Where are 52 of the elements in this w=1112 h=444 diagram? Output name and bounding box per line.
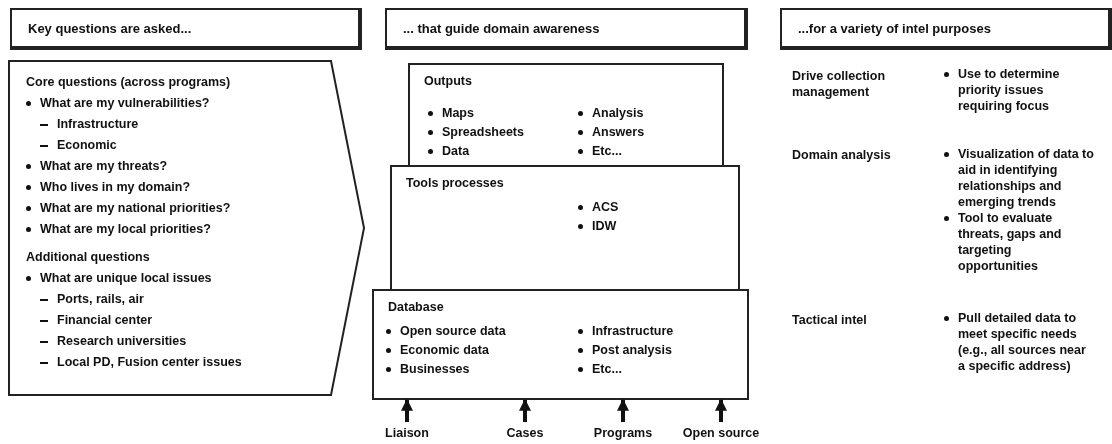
purpose-label: Domain analysis — [792, 147, 892, 163]
list-heading: Tools processes — [406, 175, 504, 191]
list-item: Data — [442, 143, 470, 159]
description-text: Pull detailed data to meet specific needs (e.g., all sources near a specific address) — [958, 310, 1087, 374]
list-item: Who lives in my domain? — [40, 179, 191, 195]
purpose-label: Tactical intel — [792, 312, 868, 328]
header-box: Key questions are asked... — [10, 8, 362, 50]
description-text: Visualization of data to aid in identifying relationships and emerging trends — [958, 146, 1094, 210]
list-item: What are my threats? — [40, 158, 168, 174]
list-item: Maps — [442, 105, 474, 121]
panel-box — [408, 63, 724, 167]
list-item: What are my local priorities? — [40, 221, 211, 237]
list-item: What are unique local issues — [40, 270, 212, 286]
list-item: Economic — [57, 137, 117, 153]
source-label: Open source — [676, 425, 766, 441]
arrow — [401, 398, 413, 422]
panel-box — [390, 165, 740, 291]
list-item: Infrastructure — [57, 116, 139, 132]
arrow — [617, 398, 629, 422]
list-heading: Database — [388, 299, 444, 315]
list-item: Businesses — [400, 361, 470, 377]
list-item: Etc... — [592, 361, 622, 377]
list-item: Ports, rails, air — [57, 291, 144, 307]
description-text: Use to determine priority issues requiring focus — [958, 66, 1061, 114]
description-text: Tool to evaluate threats, gaps and targeting opportunities — [958, 210, 1063, 274]
list-item: IDW — [592, 218, 617, 234]
header-box: ...for a variety of intel purposes — [780, 8, 1112, 50]
list-item: Etc... — [592, 143, 622, 159]
list-item: Open source data — [400, 323, 506, 339]
list-item: Research universities — [57, 333, 187, 349]
list-item: Local PD, Fusion center issues — [57, 354, 242, 370]
source-label: Liaison — [382, 425, 432, 441]
panel-box — [372, 289, 749, 400]
purpose-label: Drive collection management — [792, 68, 887, 100]
source-label: Cases — [500, 425, 550, 441]
list-item: What are my vulnerabilities? — [40, 95, 210, 111]
list-item: Financial center — [57, 312, 153, 328]
list-item: Analysis — [592, 105, 644, 121]
list-item: What are my national priorities? — [40, 200, 231, 216]
source-label: Programs — [588, 425, 658, 441]
list-heading: Outputs — [424, 73, 472, 89]
arrow — [715, 398, 727, 422]
list-item: Economic data — [400, 342, 489, 358]
list-item: Spreadsheets — [442, 124, 524, 140]
list-heading: Core questions (across programs) — [26, 74, 232, 90]
list-item: Infrastructure — [592, 323, 674, 339]
list-heading: Additional questions — [26, 249, 151, 265]
arrow — [519, 398, 531, 422]
header-box: ... that guide domain awareness — [385, 8, 748, 50]
list-item: Post analysis — [592, 342, 672, 358]
list-item: Answers — [592, 124, 645, 140]
list-item: ACS — [592, 199, 619, 215]
